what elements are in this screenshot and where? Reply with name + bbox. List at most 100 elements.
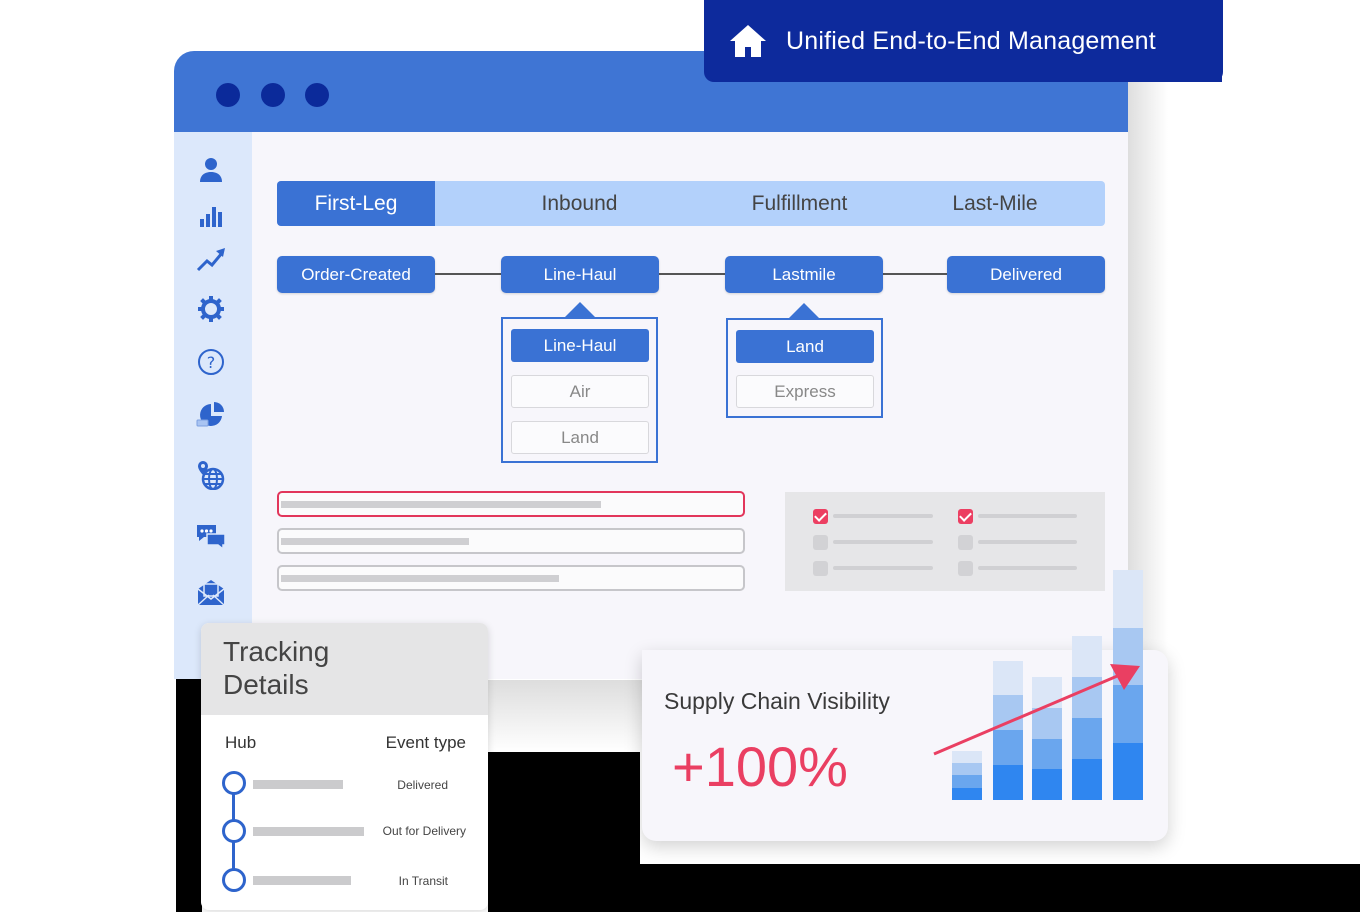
checkbox-label-placeholder (978, 540, 1077, 544)
flow-connector (882, 273, 948, 275)
dropdown-caret (565, 302, 595, 317)
chart-bar-segment (993, 730, 1023, 766)
timeline-connector (232, 793, 235, 833)
chart-bar-segment (1072, 636, 1102, 677)
checkbox-label-placeholder (978, 514, 1077, 518)
chart-bar-segment (993, 695, 1023, 731)
chart-bar (993, 660, 1023, 800)
lastmile-dropdown: Land Express (726, 318, 883, 418)
flow-node-delivered[interactable]: Delivered (947, 256, 1105, 293)
mail-open-icon[interactable] (196, 577, 226, 607)
chart-bar-segment (1032, 707, 1062, 739)
column-hub: Hub (225, 733, 257, 752)
form-field[interactable] (277, 565, 745, 591)
background-artifact (176, 678, 202, 912)
flow-node-lastmile[interactable]: Lastmile (725, 256, 883, 293)
visibility-title: Supply Chain Visibility (664, 688, 890, 714)
line-haul-dropdown: Line-Haul Air Land (501, 317, 658, 463)
chat-icon[interactable] (196, 521, 226, 551)
option-line-haul[interactable]: Line-Haul (511, 329, 649, 362)
tracking-title: Details (223, 669, 309, 700)
checkbox[interactable] (813, 561, 828, 576)
checkbox-label-placeholder (833, 540, 933, 544)
checkbox[interactable] (958, 561, 973, 576)
chart-bar (1113, 570, 1143, 800)
checkbox-checked[interactable] (958, 509, 973, 524)
option-land[interactable]: Land (736, 330, 874, 363)
form-field-error[interactable] (277, 491, 745, 517)
home-icon (728, 23, 768, 59)
event-out-for-delivery: Out for Delivery (382, 824, 466, 838)
tab-last-mile[interactable]: Last-Mile (952, 191, 1038, 215)
checkbox-label-placeholder (833, 566, 933, 570)
checkbox-label-placeholder (978, 566, 1077, 570)
banner-title: Unified End-to-End Management (786, 26, 1156, 55)
checkbox-panel (785, 492, 1105, 591)
tab-first-leg[interactable]: First-Leg (277, 181, 435, 226)
timeline-node (222, 868, 246, 892)
chart-bar (952, 750, 982, 800)
flow-connector (435, 273, 501, 275)
window-dot[interactable] (261, 83, 285, 107)
gear-icon[interactable] (196, 294, 226, 324)
timeline-node (222, 819, 246, 843)
chart-bar-segment (952, 750, 982, 764)
tab-inbound[interactable]: Inbound (541, 191, 618, 215)
chart-bar-segment (952, 763, 982, 776)
chart-bar-segment (1032, 738, 1062, 770)
svg-text:?: ? (207, 353, 216, 372)
dropdown-caret (789, 303, 819, 318)
hub-placeholder (253, 876, 351, 885)
tracking-details-card: Tracking Details Hub Event type Delivere… (201, 623, 488, 910)
chart-bar (1072, 636, 1102, 800)
pie-chart-icon[interactable] (196, 399, 226, 429)
chart-bar-segment (1113, 685, 1143, 743)
trend-arrow-icon (933, 664, 1140, 756)
hub-placeholder (253, 827, 364, 836)
globe-location-icon[interactable] (196, 460, 226, 490)
background-artifact (488, 864, 1360, 912)
window-dot[interactable] (305, 83, 329, 107)
event-in-transit: In Transit (398, 874, 448, 888)
checkbox-checked[interactable] (813, 509, 828, 524)
stage-tabs: First-Leg Inbound Fulfillment Last-Mile (277, 181, 1105, 226)
chart-bar-segment (952, 775, 982, 788)
tab-fulfillment[interactable]: Fulfillment (751, 191, 848, 215)
shadow (488, 680, 642, 752)
flow-node-order-created[interactable]: Order-Created (277, 256, 435, 293)
option-air[interactable]: Air (511, 375, 649, 408)
window-dot[interactable] (216, 83, 240, 107)
event-delivered: Delivered (397, 778, 448, 792)
timeline-connector (232, 841, 235, 883)
chart-bar-segment (993, 660, 1023, 696)
chart-bar (1032, 677, 1062, 800)
bar-chart-icon[interactable] (196, 201, 226, 231)
supply-chain-visibility-card: Supply Chain Visibility +100% (642, 570, 1168, 841)
column-event-type: Event type (385, 733, 466, 752)
chart-bar-segment (952, 787, 982, 800)
chart-bar-segment (1072, 759, 1102, 800)
banner-backdrop (1222, 8, 1360, 80)
sidebar: ? (174, 132, 252, 679)
form-field[interactable] (277, 528, 745, 554)
hub-placeholder (253, 780, 343, 789)
flow-connector (659, 273, 725, 275)
user-icon[interactable] (196, 154, 226, 184)
checkbox-label-placeholder (833, 514, 933, 518)
tracking-header: Tracking Details (201, 623, 488, 715)
flow-node-line-haul[interactable]: Line-Haul (501, 256, 659, 293)
option-express[interactable]: Express (736, 375, 874, 408)
chart-bar-segment (1113, 742, 1143, 800)
timeline-node (222, 771, 246, 795)
chart-bar-segment (993, 765, 1023, 800)
option-land[interactable]: Land (511, 421, 649, 454)
help-icon[interactable]: ? (196, 347, 226, 377)
checkbox[interactable] (813, 535, 828, 550)
chart-bar-segment (1072, 718, 1102, 759)
visibility-value: +100% (672, 735, 848, 798)
checkbox[interactable] (958, 535, 973, 550)
feature-banner: Unified End-to-End Management (708, 0, 1222, 82)
chart-bar-segment (1113, 570, 1143, 628)
chart-bar-segment (1032, 769, 1062, 800)
trend-up-icon[interactable] (196, 245, 226, 275)
